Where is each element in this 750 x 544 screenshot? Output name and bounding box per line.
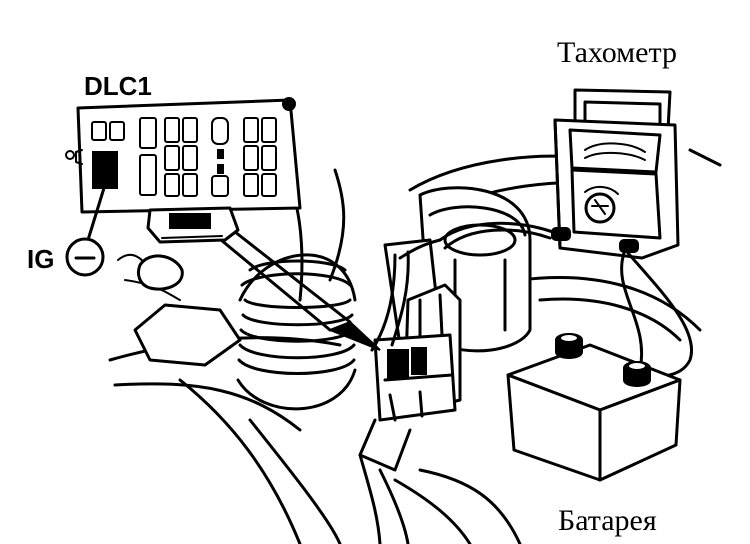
tachometer-label: Тахометр [557, 36, 677, 69]
engine-bay-background [108, 148, 722, 544]
tachometer-device [551, 88, 680, 260]
intake-hose [236, 253, 357, 411]
dlc1-pin-cavities [91, 117, 277, 197]
ig-terminal [92, 151, 118, 189]
battery [506, 333, 682, 482]
dlc1-label: DLC1 [84, 71, 152, 101]
pointer-arrow [213, 226, 381, 351]
dlc1-connector [65, 97, 302, 244]
battery-label: Батарея [558, 504, 657, 537]
distributor-assembly [358, 186, 532, 544]
ig-ground-lead [65, 186, 106, 277]
ig-label: IG [27, 244, 54, 274]
